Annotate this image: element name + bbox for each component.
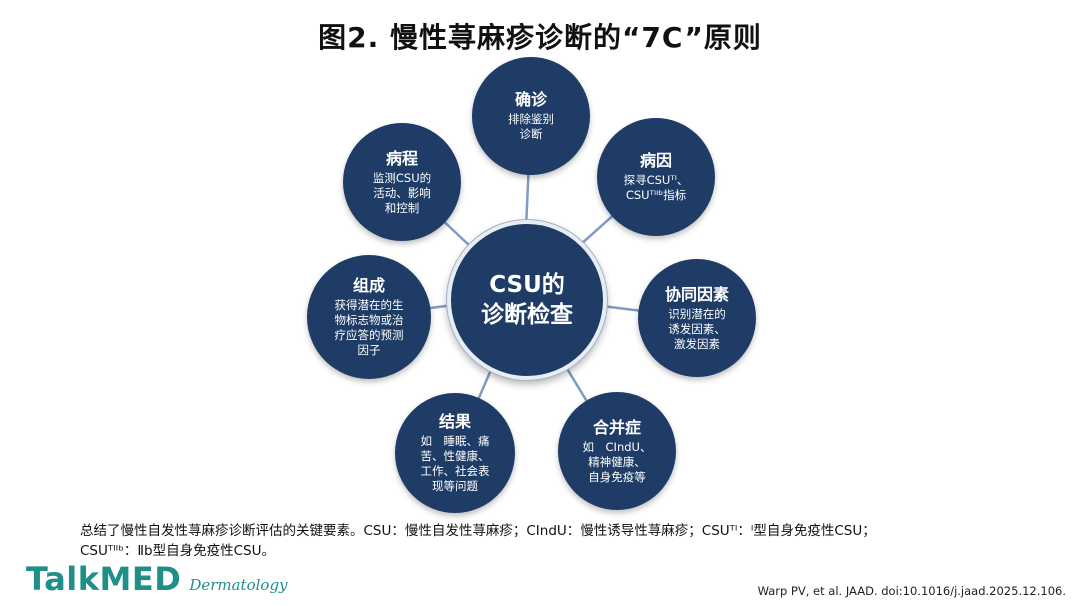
caption-line-2: CSUᵀᴵᴵᵇ：Ⅱb型自身免疫性CSU。 — [80, 543, 275, 559]
node-confirm-heading: 确诊 — [514, 90, 547, 109]
node-cause-text: 探寻CSUᵀᴵ、 CSUᵀᴵᴵᵇ指标 — [623, 173, 689, 202]
node-comorbidities-heading: 合并症 — [592, 417, 641, 437]
citation: Warp PV, et al. JAAD. doi:10.1016/j.jaad… — [757, 584, 1066, 598]
node-cofactors-text: 识别潜在的 诱发因素、 激发因素 — [668, 306, 726, 351]
figure-caption: 总结了慢性自发性荨麻疹诊断评估的关键要素。CSU：慢性自发性荨麻疹；CIndU：… — [80, 521, 1040, 561]
node-cofactors-heading: 协同因素 — [664, 284, 729, 304]
node-components-heading: 组成 — [352, 276, 385, 295]
node-consequences-text: 如 睡眠、痛 苦、性健康、 工作、社会表 现等问题 — [420, 434, 490, 493]
node-comorbidities-text: 如 CIndU、 精神健康、 自身免疫等 — [582, 439, 652, 484]
node-components-text: 获得潜在的生 物标志物或治 疗应答的预测 因子 — [334, 298, 404, 357]
caption-line-1: 总结了慢性自发性荨麻疹诊断评估的关键要素。CSU：慢性自发性荨麻疹；CIndU：… — [80, 523, 876, 539]
node-cause-heading: 病因 — [639, 151, 672, 170]
node-comorbidities: 合并症 如 CIndU、 精神健康、 自身免疫等 — [558, 392, 676, 510]
node-consequences-heading: 结果 — [438, 412, 471, 431]
node-confirm: 确诊 排除鉴别 诊断 — [472, 57, 590, 175]
node-course-heading: 病程 — [385, 148, 418, 168]
node-cofactors: 协同因素 识别潜在的 诱发因素、 激发因素 — [638, 259, 756, 377]
node-course-text: 监测CSU的 活动、影响 和控制 — [372, 170, 432, 215]
figure-title: 图2. 慢性荨麻疹诊断的“7C”原则 — [318, 21, 762, 54]
node-cause: 病因 探寻CSUᵀᴵ、 CSUᵀᴵᴵᵇ指标 — [597, 118, 715, 236]
node-consequences: 结果 如 睡眠、痛 苦、性健康、 工作、社会表 现等问题 — [395, 393, 515, 513]
logo-main-text: TalkMED — [26, 560, 182, 598]
node-course: 病程 监测CSU的 活动、影响 和控制 — [343, 123, 461, 241]
logo-sub-text: Dermatology — [189, 576, 288, 594]
node-components: 组成 获得潜在的生 物标志物或治 疗应答的预测 因子 — [307, 255, 431, 379]
center-node: CSU的 诊断检查 — [447, 220, 607, 380]
talkmed-logo: TalkMED Dermatology — [26, 560, 288, 598]
node-confirm-text: 排除鉴别 诊断 — [508, 112, 554, 141]
